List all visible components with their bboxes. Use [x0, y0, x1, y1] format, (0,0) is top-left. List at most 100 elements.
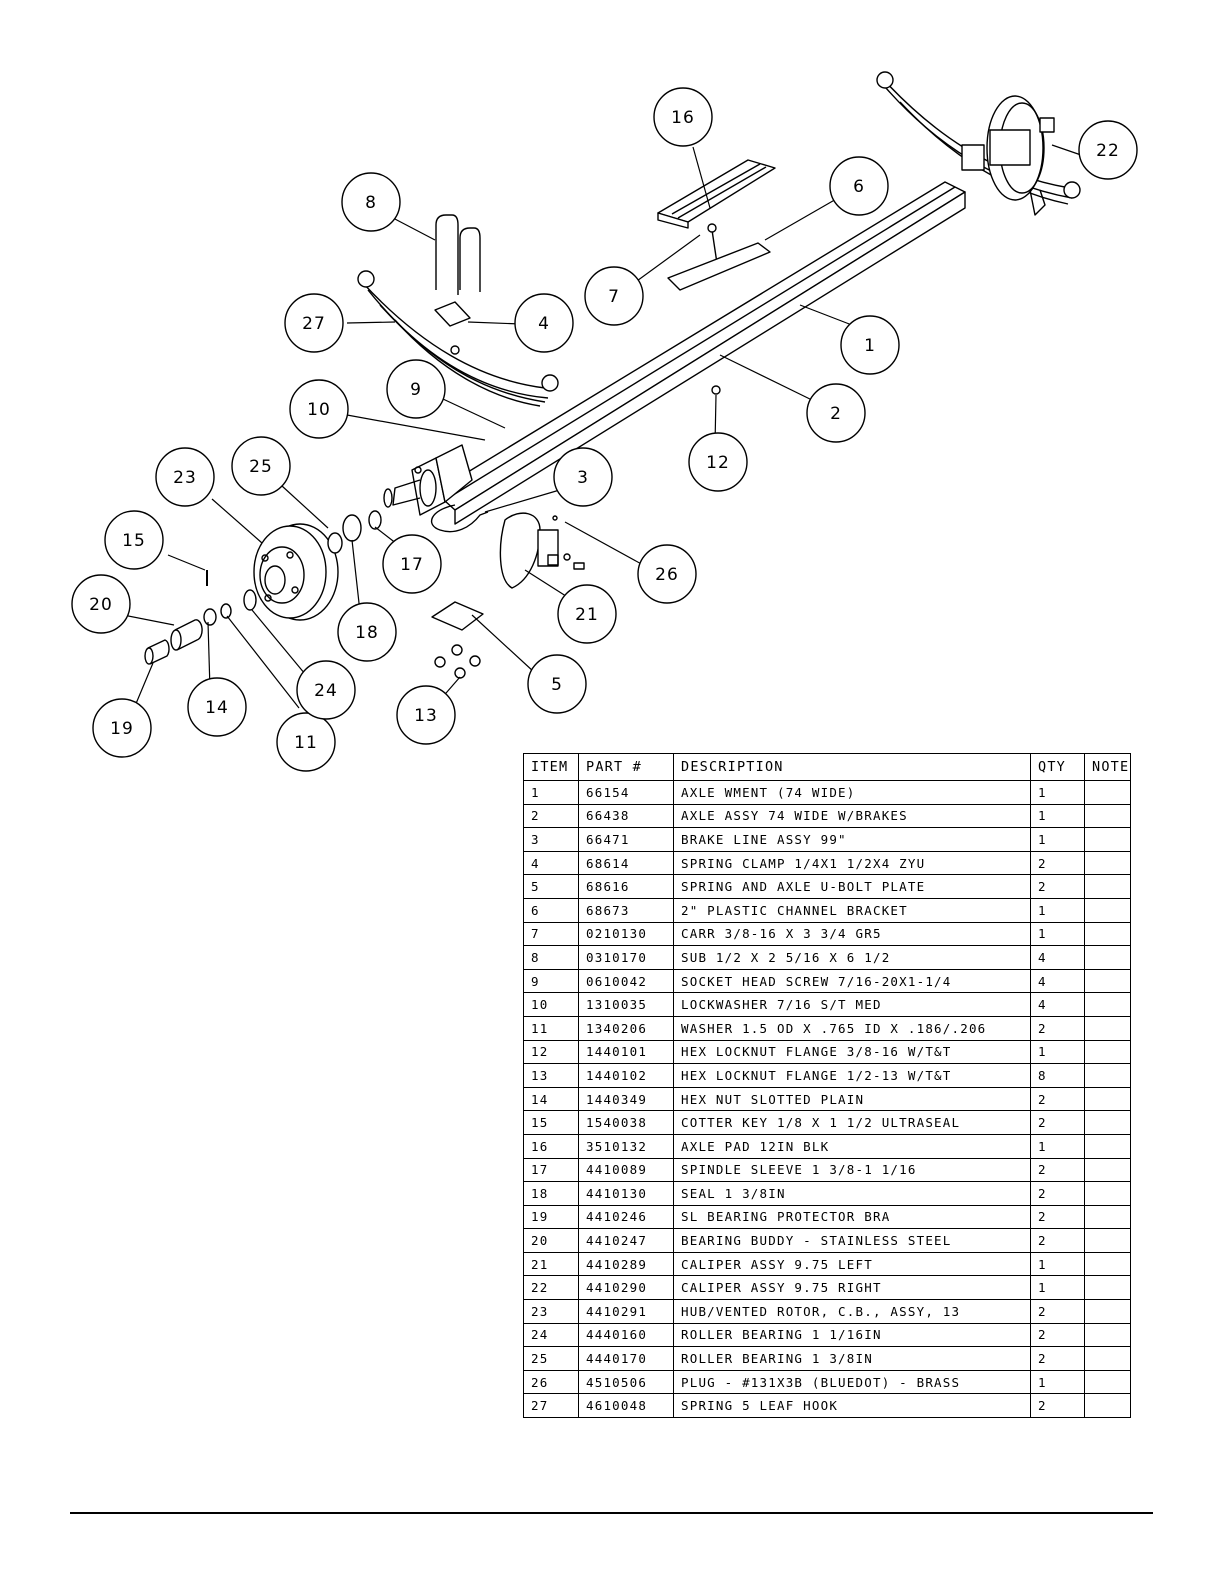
cell-part-number: 68616 — [578, 874, 674, 899]
cell-qty: 1 — [1030, 1275, 1085, 1301]
cell-item: 23 — [523, 1299, 579, 1324]
callout-bubble — [155, 447, 215, 507]
callout-23: 23 — [155, 447, 215, 507]
bearing-buddy — [170, 619, 203, 651]
cell-qty: 2 — [1030, 1346, 1085, 1371]
callout-19: 19 — [92, 698, 152, 758]
table-header-row: ITEM PART # DESCRIPTION QTY NOTE — [523, 753, 1131, 781]
brake-line — [430, 504, 489, 533]
cell-qty: 1 — [1030, 1039, 1085, 1065]
callout-number: 15 — [122, 531, 146, 551]
cell-item: 27 — [523, 1393, 579, 1419]
cell-note — [1084, 1133, 1131, 1159]
callout-18: 18 — [337, 602, 397, 662]
callout-bubble — [386, 359, 446, 419]
cell-description: SPRING 5 LEAF HOOK — [673, 1393, 1031, 1419]
callout-bubble — [637, 544, 697, 604]
cell-part-number: 3510132 — [578, 1133, 674, 1159]
cell-note — [1084, 1299, 1131, 1324]
cell-qty: 2 — [1030, 1181, 1085, 1206]
cell-part-number: 66438 — [578, 803, 674, 829]
callout-number: 1 — [864, 336, 876, 356]
callout-bubble — [396, 685, 456, 745]
cell-item: 3 — [523, 827, 579, 852]
callout-25: 25 — [231, 436, 291, 496]
cell-part-number: 68673 — [578, 897, 674, 923]
callout-11: 11 — [276, 712, 336, 772]
cell-part-number: 1440102 — [578, 1063, 674, 1088]
callout-number: 26 — [655, 565, 679, 585]
cell-part-number: 4410291 — [578, 1299, 674, 1324]
cell-item: 18 — [523, 1181, 579, 1206]
callout-17: 17 — [382, 534, 442, 594]
callout-number: 9 — [410, 380, 422, 400]
cell-qty: 2 — [1030, 1110, 1085, 1135]
callout-bubble — [284, 293, 344, 353]
cell-note — [1084, 921, 1131, 947]
cell-note — [1084, 1157, 1131, 1183]
cell-description: ROLLER BEARING 1 1/16IN — [673, 1322, 1031, 1348]
cell-description: 2" PLASTIC CHANNEL BRACKET — [673, 897, 1031, 923]
bearing-protector — [144, 639, 170, 665]
axle-tube — [434, 181, 966, 525]
cell-item: 19 — [523, 1204, 579, 1230]
cell-item: 7 — [523, 921, 579, 947]
cell-item: 24 — [523, 1322, 579, 1348]
callout-bubble — [829, 156, 889, 216]
callout-10: 10 — [289, 379, 349, 439]
callout-number: 12 — [706, 453, 730, 473]
callout-14: 14 — [187, 677, 247, 737]
cell-part-number: 1310035 — [578, 992, 674, 1017]
spring-clamp — [434, 301, 471, 327]
cell-qty: 1 — [1030, 780, 1085, 805]
cell-part-number: 4410130 — [578, 1181, 674, 1206]
callout-bubble — [187, 677, 247, 737]
callout-bubble — [382, 534, 442, 594]
cell-item: 16 — [523, 1133, 579, 1159]
callout-number: 27 — [302, 314, 326, 334]
cell-part-number: 4510506 — [578, 1369, 674, 1395]
cell-item: 17 — [523, 1157, 579, 1183]
cell-description: AXLE WMENT (74 WIDE) — [673, 780, 1031, 805]
cell-item: 8 — [523, 945, 579, 970]
callout-bubble — [688, 432, 748, 492]
exploded-assembly-drawing: 1234567891011121314151617181920212223242… — [71, 71, 1138, 772]
cell-qty: 1 — [1030, 897, 1085, 923]
callout-16: 16 — [653, 87, 713, 147]
cell-description: WASHER 1.5 OD X .765 ID X .186/.206 — [673, 1015, 1031, 1041]
header-note: NOTE — [1084, 753, 1131, 781]
cell-description: HUB/VENTED ROTOR, C.B., ASSY, 13 — [673, 1299, 1031, 1324]
cell-qty: 1 — [1030, 803, 1085, 829]
cell-note — [1084, 827, 1131, 852]
callout-number: 25 — [249, 457, 273, 477]
cell-part-number: 66154 — [578, 780, 674, 805]
right-hub-caliper — [961, 95, 1055, 216]
cell-description: ROLLER BEARING 1 3/8IN — [673, 1346, 1031, 1371]
cell-item: 4 — [523, 850, 579, 876]
cell-description: PLUG - #131X3B (BLUEDOT) - BRASS — [673, 1369, 1031, 1395]
cell-description: SUB 1/2 X 2 5/16 X 6 1/2 — [673, 945, 1031, 970]
callout-number: 5 — [551, 675, 563, 695]
cell-note — [1084, 897, 1131, 923]
cell-item: 11 — [523, 1015, 579, 1041]
callout-bubble — [231, 436, 291, 496]
callout-bubble — [289, 379, 349, 439]
cell-note — [1084, 1063, 1131, 1088]
cell-description: SL BEARING PROTECTOR BRA — [673, 1204, 1031, 1230]
cell-item: 21 — [523, 1251, 579, 1277]
callout-number: 24 — [314, 681, 338, 701]
cell-note — [1084, 874, 1131, 899]
